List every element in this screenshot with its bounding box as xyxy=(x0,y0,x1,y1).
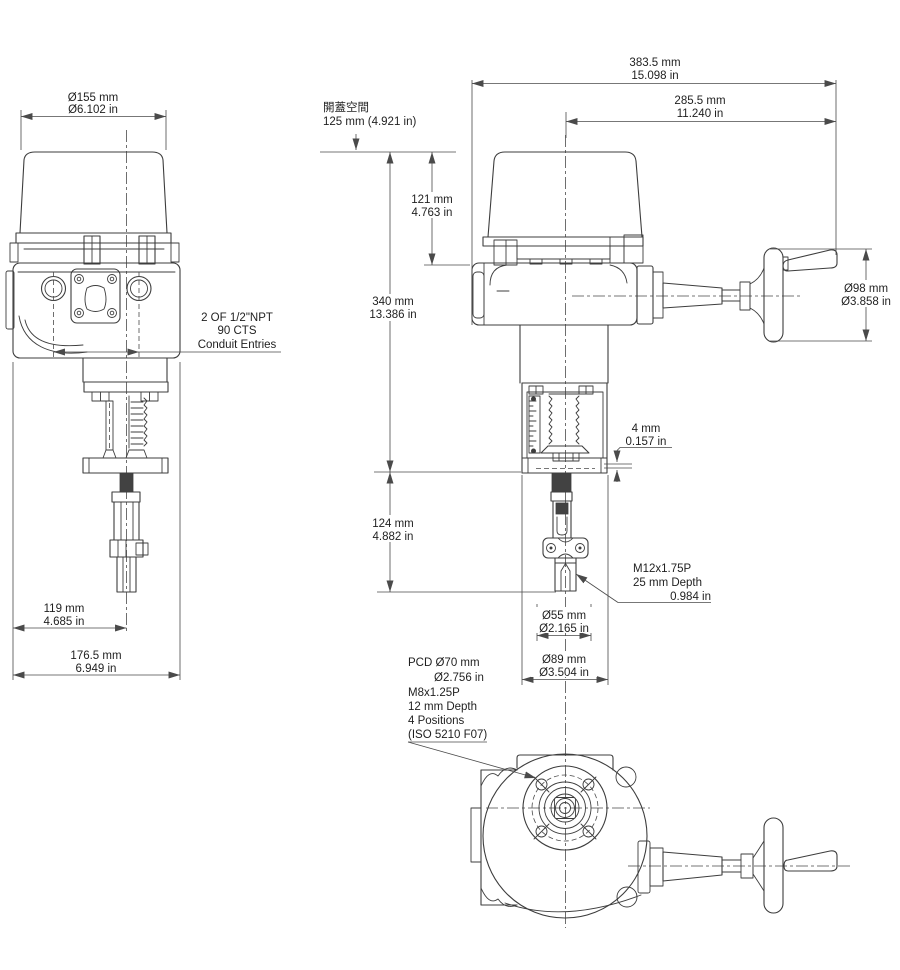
front-handwheel-hub-edge xyxy=(5,270,15,330)
bottom-view xyxy=(470,753,850,919)
label-thread-1: M12x1.75P xyxy=(633,563,692,575)
front-stem-end xyxy=(116,556,137,593)
label-cover-dia-mm: Ø155 mm xyxy=(68,92,119,104)
shaft-cone xyxy=(662,282,723,309)
label-cover-h-in: 4.763 in xyxy=(412,207,453,219)
label-wheel-dia-mm: Ø98 mm xyxy=(844,283,888,295)
side-threaded-stem xyxy=(551,472,572,493)
front-handwheel-arc xyxy=(18,315,88,354)
front-mounting-flange xyxy=(82,457,169,474)
bottom-body-circle xyxy=(482,753,648,919)
label-wheel-center-in: 11.240 in xyxy=(677,108,723,120)
iso-flange xyxy=(522,765,608,851)
label-gap-mm: 4 mm xyxy=(632,423,661,435)
lead-screw-left-edge xyxy=(548,395,553,445)
label-cover-dia-in: Ø6.102 in xyxy=(68,104,118,116)
label-height-mm: 340 mm xyxy=(372,296,414,308)
stroke-scale xyxy=(528,395,541,454)
label-overall-width-mm: 176.5 mm xyxy=(70,650,121,662)
label-spigot-in: Ø2.165 in xyxy=(539,623,589,635)
front-lead-screw xyxy=(143,397,148,447)
label-thread-3: 0.984 in xyxy=(670,591,711,603)
scale-ticks xyxy=(528,400,537,447)
lead-screw-right-edge xyxy=(575,395,580,445)
spigot-circle xyxy=(538,781,592,835)
front-motor-cover xyxy=(19,151,168,234)
label-mount-3: M8x1.25P xyxy=(408,687,460,699)
bolt-pcd-circle xyxy=(531,774,599,842)
bottom-handwheel-rim xyxy=(763,817,784,914)
dimensions-front xyxy=(12,110,281,680)
dimensions-bottom xyxy=(407,741,537,779)
lead-screw-threads xyxy=(130,401,144,445)
label-flange-in: Ø3.504 in xyxy=(539,667,589,679)
label-wheel-center-mm: 285.5 mm xyxy=(674,95,725,107)
label-mount-4: 12 mm Depth xyxy=(408,701,477,713)
label-mount-2: Ø2.756 in xyxy=(434,672,484,684)
cover-plate-screws xyxy=(74,274,117,318)
front-view xyxy=(5,130,181,632)
label-thread-2: 25 mm Depth xyxy=(633,577,702,589)
handwheel-rim xyxy=(763,247,784,343)
bottom-shaft-cone xyxy=(662,851,723,882)
labels: Ø155 mm Ø6.102 in 2 OF 1/2"NPT 90 CTS Co… xyxy=(44,57,891,741)
label-height-in: 13.386 in xyxy=(369,309,416,321)
label-overall-width-in: 6.949 in xyxy=(76,663,117,675)
label-mount-5: 4 Positions xyxy=(408,715,465,727)
label-mount-6: (ISO 5210 F07) xyxy=(408,729,487,741)
side-view xyxy=(471,135,838,928)
gear-housing xyxy=(471,262,638,326)
mounting-bolt-holes xyxy=(533,776,597,840)
label-cover-h-mm: 121 mm xyxy=(411,194,453,206)
bottom-crank-handle xyxy=(783,850,838,872)
front-housing-body xyxy=(12,262,181,359)
shaft-flange xyxy=(636,265,654,325)
mount-leader xyxy=(407,741,537,779)
label-wheel-dia-in: Ø3.858 in xyxy=(841,296,891,308)
front-cover-rim xyxy=(15,232,172,244)
label-clearance-cjk: 開蓋空間 xyxy=(323,100,369,114)
front-cover-plate xyxy=(70,268,121,324)
bottom-lug-top xyxy=(615,766,637,788)
label-flange-mm: Ø89 mm xyxy=(542,654,586,666)
side-motor-cover xyxy=(487,151,643,238)
bottom-housing-top xyxy=(516,754,614,771)
gap-leader xyxy=(616,447,672,451)
label-stroke-mm: 124 mm xyxy=(372,518,414,530)
bottom-lug-bottom xyxy=(616,886,638,908)
front-yoke-flange xyxy=(83,381,169,393)
label-stroke-in: 4.882 in xyxy=(373,531,414,543)
label-conduit-2: 90 CTS xyxy=(218,325,257,337)
label-gap-in: 0.157 in xyxy=(626,436,667,448)
thread-leader xyxy=(575,573,619,603)
front-yoke-leg xyxy=(105,400,114,451)
label-overall-in: 15.098 in xyxy=(631,70,678,82)
label-spigot-mm: Ø55 mm xyxy=(542,610,586,622)
label-overall-mm: 383.5 mm xyxy=(629,57,680,69)
side-mounting-flange xyxy=(521,457,608,474)
side-cover-rim xyxy=(482,236,644,247)
label-clearance-value: 125 mm (4.921 in) xyxy=(323,116,416,128)
text-backgrounds xyxy=(363,192,897,677)
label-mount-1: PCD Ø70 mm xyxy=(408,657,480,669)
front-threaded-stem xyxy=(119,472,134,493)
drive-square xyxy=(554,797,576,819)
label-conduit-1: 2 OF 1/2"NPT xyxy=(201,312,273,324)
label-conduit-3: Conduit Entries xyxy=(198,339,277,351)
stem-head-plate xyxy=(540,445,590,454)
crank-handle xyxy=(782,249,838,272)
label-stem-offset-in: 4.685 in xyxy=(44,616,85,628)
label-stem-offset-mm: 119 mm xyxy=(44,603,85,615)
